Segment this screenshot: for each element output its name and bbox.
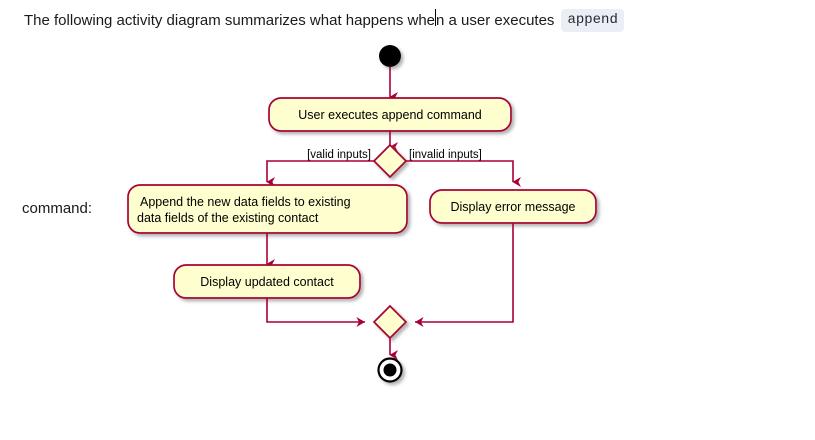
- edge-display-updated-to-merge: [266, 298, 366, 327]
- activity-display-error-label: Display error message: [450, 200, 575, 214]
- command-label: command:: [22, 200, 93, 217]
- decision-inputs-valid: [372, 143, 408, 179]
- activity-append-fields-line1: Append the new data fields to existing: [140, 195, 351, 209]
- activity-user-executes: User executes append command: [268, 97, 512, 132]
- activity-display-updated: Display updated contact: [173, 264, 361, 299]
- activity-user-executes-label: User executes append command: [298, 108, 481, 122]
- activity-append-fields-line2: data fields of the existing contact: [137, 211, 319, 225]
- intro-paragraph: The following activity diagram summarize…: [24, 8, 624, 32]
- end-node: [377, 357, 403, 383]
- edge-decision-to-display-error: [406, 160, 522, 188]
- activity-display-error: Display error message: [429, 189, 597, 224]
- intro-text-before: The following activity diagram summarize…: [24, 8, 554, 32]
- start-node: [379, 45, 401, 67]
- merge-node: [372, 304, 408, 340]
- guard-label-valid: [valid inputs]: [307, 149, 371, 161]
- code-token-append: append: [561, 8, 624, 32]
- edge-display-error-to-merge: [414, 223, 514, 327]
- guard-label-invalid: [invalid inputs]: [409, 149, 482, 161]
- activity-diagram: User executes append command [valid inpu…: [127, 45, 597, 383]
- activity-append-fields: Append the new data fields to existing d…: [127, 184, 408, 234]
- edge-decision-to-append-fields: [266, 160, 374, 188]
- activity-display-updated-label: Display updated contact: [200, 275, 334, 289]
- text-cursor: [435, 9, 437, 26]
